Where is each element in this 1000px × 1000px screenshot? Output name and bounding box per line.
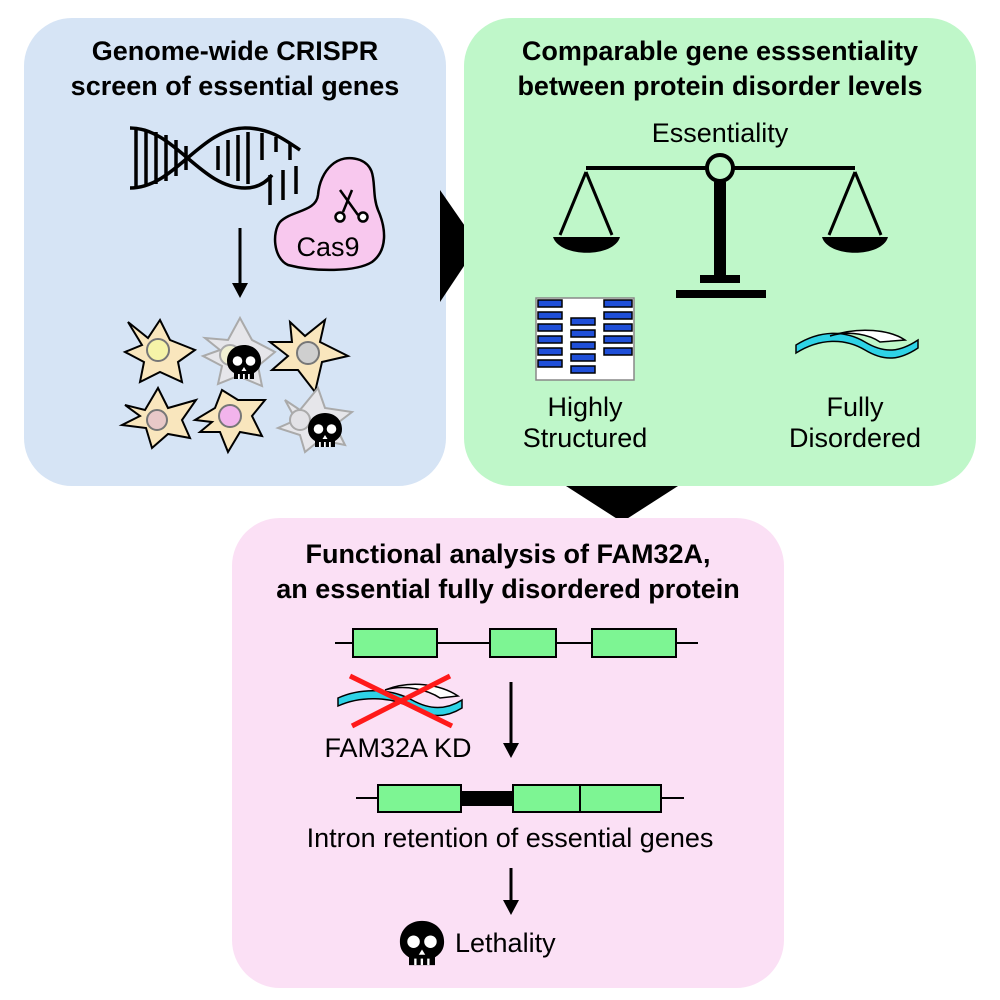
- cas9-label: Cas9: [296, 232, 359, 262]
- structured-label-line1: Highly: [547, 392, 623, 422]
- arrow-right: [440, 190, 478, 302]
- cross-line: [350, 673, 452, 729]
- crispr-panel: [24, 18, 446, 486]
- fam32a-title-line2: an essential fully disordered protein: [276, 574, 740, 604]
- structured-label-line2: Structured: [523, 423, 648, 453]
- structured-protein-icon: [535, 297, 635, 381]
- cell-live-4: [191, 388, 268, 455]
- crispr-title-line1: Genome-wide CRISPR: [92, 36, 379, 66]
- cell-live-1: [122, 318, 198, 384]
- scale-label: Essentiality: [652, 118, 789, 148]
- gene-exon-structure: [335, 628, 698, 658]
- essentiality-title-line2: between protein disorder levels: [517, 71, 922, 101]
- disordered-protein-icon: [795, 329, 919, 359]
- cell-dead-1: [200, 315, 277, 388]
- crispr-arrow: [232, 228, 248, 298]
- dna-icon: [129, 126, 301, 205]
- knocked-down-protein: [337, 673, 463, 729]
- intron-label: Intron retention of essential genes: [307, 823, 714, 853]
- cell-dead-2: [275, 385, 355, 454]
- arrow-kd: [503, 682, 519, 758]
- cas9-enzyme: Cas9: [273, 157, 386, 272]
- kd-label: FAM32A KD: [324, 733, 471, 763]
- cell-live-3: [118, 385, 199, 450]
- disordered-label-line2: Disordered: [789, 423, 921, 453]
- balance-scale-icon: [553, 153, 888, 298]
- disordered-label-line1: Fully: [826, 392, 884, 422]
- essentiality-title-line1: Comparable gene esssentiality: [522, 36, 918, 66]
- cell-population: [118, 315, 355, 455]
- fam32a-title-line1: Functional analysis of FAM32A,: [305, 539, 710, 569]
- crispr-title-line2: screen of essential genes: [71, 71, 400, 101]
- cas9-shape: [273, 157, 386, 272]
- intron-retained-gene: [356, 784, 684, 813]
- lethality-label: Lethality: [455, 928, 556, 958]
- scissors-icon: [334, 189, 369, 223]
- arrow-down: [566, 486, 678, 522]
- arrow-intron: [503, 868, 519, 915]
